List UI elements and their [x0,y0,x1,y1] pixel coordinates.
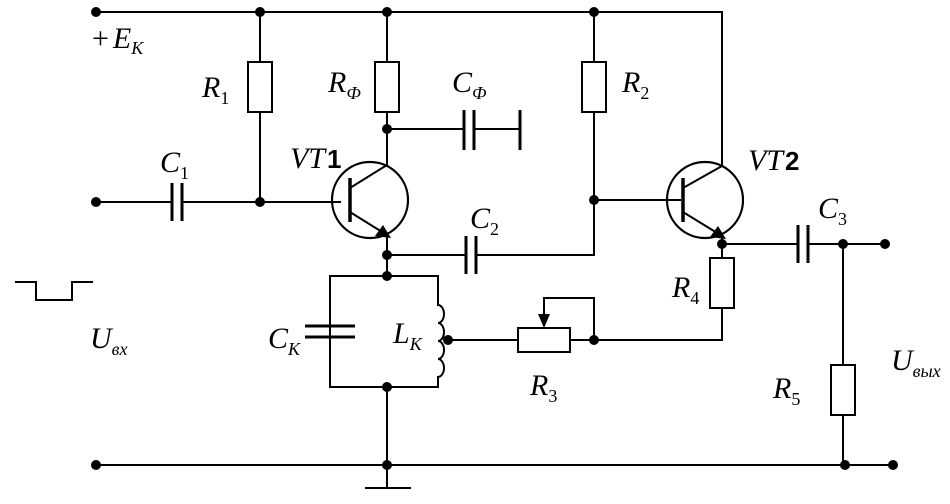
resistor-r2 [581,11,681,254]
capacitor-c2 [386,236,595,274]
tank-circuit [329,271,439,466]
capacitor-cf [386,110,522,150]
transistor-vt2 [665,160,745,259]
label-r4: R4 [671,271,699,308]
resistor-rf [374,11,400,166]
ground-rail [91,460,898,489]
label-ek: +EК [92,22,144,58]
inductor-lk [436,275,453,388]
label-rf: RФ [327,66,361,103]
label-r3: R3 [529,369,557,406]
resistor-r3 [447,297,723,353]
resistor-r5 [830,243,856,466]
capacitor-c3 [721,225,890,263]
capacitor-c1 [91,183,341,221]
label-c2: C2 [470,202,499,239]
label-c1: C1 [160,146,189,183]
label-cf: CФ [452,66,487,103]
label-ck: CК [268,322,301,359]
label-vt1: VT1 [290,142,341,175]
label-uin: Uвх [90,322,127,359]
label-vt2: VT2 [748,144,799,177]
label-lk: LК [392,317,423,354]
label-c3: C3 [818,192,847,229]
label-r5: R5 [772,372,800,409]
label-uout: Uвых [891,344,941,381]
label-r2: R2 [621,66,649,103]
resistor-r1 [247,11,273,207]
transistor-vt1 [330,160,410,277]
label-r1: R1 [201,71,229,108]
input-pulse-icon [15,281,93,301]
capacitor-ck [305,324,355,339]
resistor-r4 [709,257,735,341]
